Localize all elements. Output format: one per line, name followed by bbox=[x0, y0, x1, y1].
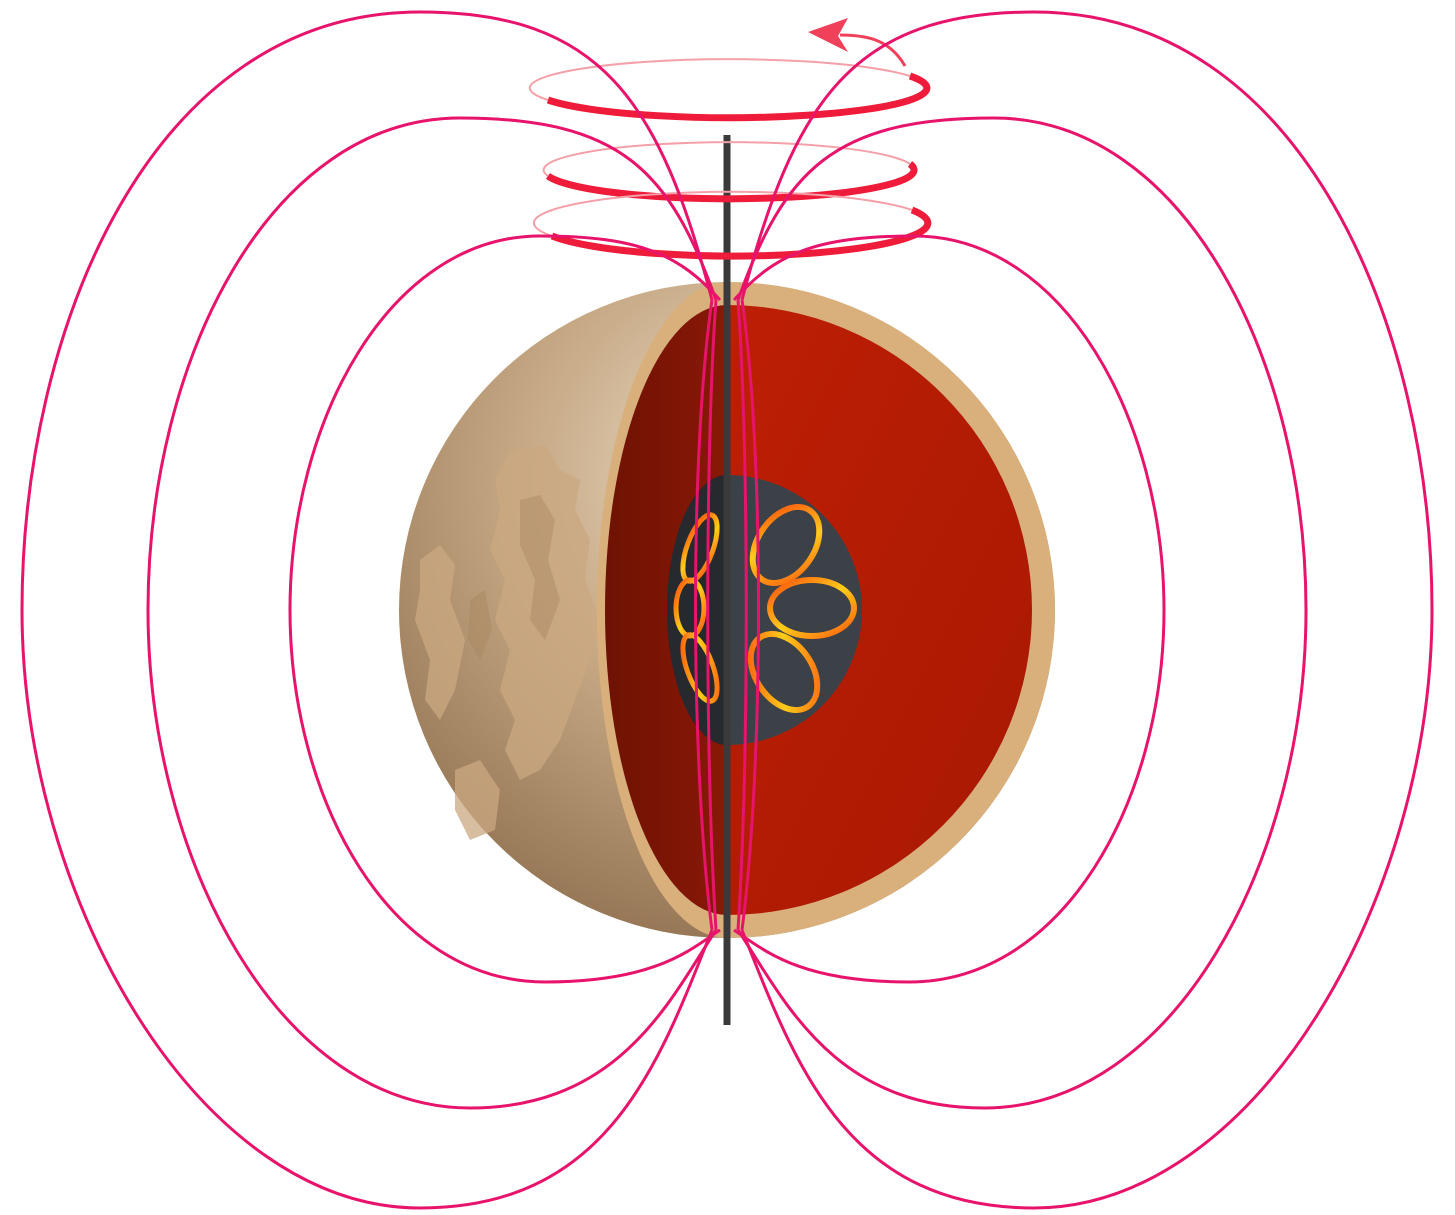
rotation-ring-front bbox=[548, 164, 914, 199]
rotation-ring-back bbox=[530, 59, 910, 100]
rotation-ring-front bbox=[552, 210, 928, 256]
rotation-ring-front bbox=[548, 76, 927, 118]
